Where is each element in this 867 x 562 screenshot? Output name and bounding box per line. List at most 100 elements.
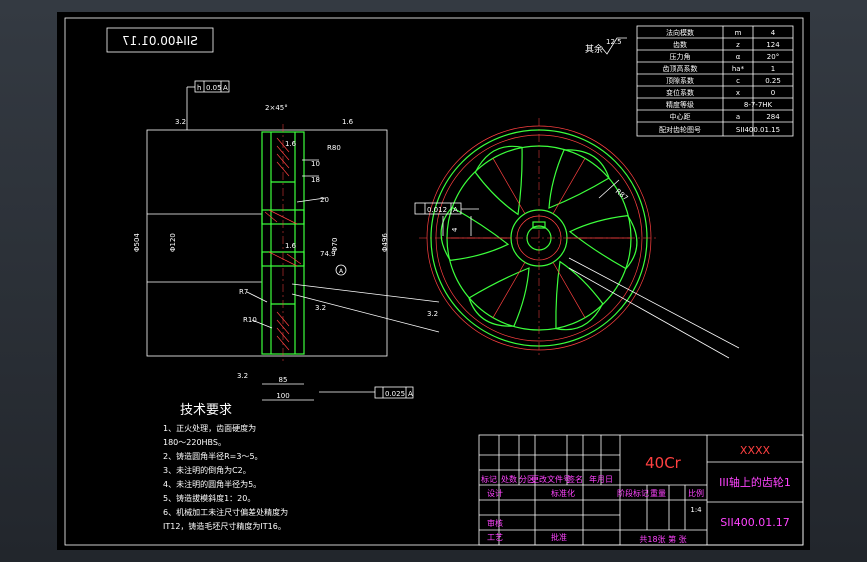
param-symbol: a xyxy=(736,113,740,121)
svg-text:0.012: 0.012 xyxy=(427,206,447,214)
drawing-canvas: SII400.01.17 其余 12.5 法向模数 m 4 齿数 z 124 压… xyxy=(64,17,804,546)
param-name: 精度等级 xyxy=(666,100,694,109)
tb-approve: 批准 xyxy=(551,532,567,542)
section-view: 85 100 Φ504 Φ496 Φ120 Φ70 2×45° R80 10 1… xyxy=(133,104,440,401)
param-value: 4 xyxy=(771,29,776,37)
dim-s1: 10 xyxy=(311,160,320,168)
tb-header: 标记 xyxy=(481,474,497,484)
roughness-ra2: 1.6 xyxy=(342,118,354,126)
tb-header: 分区 xyxy=(519,475,535,484)
note-line: 6、机械加工未注尺寸偏差处精度为 xyxy=(163,507,288,517)
svg-text:0.05: 0.05 xyxy=(206,84,222,92)
dim-width: 85 xyxy=(279,376,288,384)
dim-key: 20 xyxy=(320,196,329,204)
tolerance-frame-right: 0.012 A xyxy=(414,202,479,215)
dim-chamfer: 2×45° xyxy=(265,104,288,112)
param-name: 中心距 xyxy=(670,112,691,121)
param-name: 压力角 xyxy=(670,52,691,61)
svg-text:h: h xyxy=(197,84,201,92)
section-outline-dims xyxy=(146,129,388,357)
roughness-ra4: 3.2 xyxy=(237,372,248,380)
roughness-symbol xyxy=(601,37,627,55)
roughness-mark: 其余 xyxy=(585,43,603,55)
tb-scale-label: 比例 xyxy=(688,488,704,498)
svg-text:A: A xyxy=(223,84,228,92)
dim-r3: R10 xyxy=(243,316,257,324)
param-value: SII400.01.15 xyxy=(736,126,780,134)
technical-notes: 技术要求 1、正火处理，齿面硬度为 180～220HBS。 2、铸造圆角半径R=… xyxy=(163,403,288,531)
tb-sheets: 共18张 第 张 xyxy=(639,534,686,544)
datum-a-circle xyxy=(335,264,347,276)
note-line: 1、正火处理，齿面硬度为 xyxy=(163,423,256,433)
tb-process: 工艺 xyxy=(487,533,503,542)
dim-keyh: 74.9 xyxy=(320,250,336,258)
tb-school: XXXX xyxy=(740,444,771,457)
param-value: 1 xyxy=(771,65,775,73)
dim-d3: Φ120 xyxy=(169,233,177,252)
roughness-ra3: 1.6 xyxy=(285,140,297,148)
notes-title: 技术要求 xyxy=(180,403,232,418)
svg-text:R87: R87 xyxy=(614,187,630,202)
param-value: 284 xyxy=(766,113,780,121)
roughness-value: 12.5 xyxy=(606,38,622,46)
tb-stage: 阶段标记 xyxy=(617,488,649,498)
param-value: 8-7-7HK xyxy=(744,101,773,109)
tb-review: 审核 xyxy=(487,518,503,528)
dim-r2: R7 xyxy=(239,288,248,296)
dim-d2: Φ496 xyxy=(381,233,389,252)
param-name: 法向模数 xyxy=(666,28,694,37)
spoke-windows xyxy=(440,145,638,331)
roughness-ra6: 1.6 xyxy=(285,242,297,250)
tb-scale: 1:4 xyxy=(690,506,702,514)
param-symbol: m xyxy=(735,29,742,37)
note-line: 5、铸造拔模斜度1：20。 xyxy=(163,493,255,503)
dim-d1: Φ504 xyxy=(133,233,141,252)
dim-hole: Φ70 xyxy=(331,238,339,252)
dim-total: 100 xyxy=(276,392,289,400)
note-line: 180～220HBS。 xyxy=(163,438,226,447)
tb-standardize: 标准化 xyxy=(551,488,575,498)
gear-front-view: 4 R87 xyxy=(419,118,740,359)
roughness-ra5: 3.2 xyxy=(315,304,326,312)
param-name: 配对齿轮图号 xyxy=(659,125,701,134)
param-symbol: α xyxy=(736,53,741,61)
tb-weight: 重量 xyxy=(650,488,666,498)
param-name: 齿数 xyxy=(673,40,687,49)
drawing-number-mirrored: SII400.01.17 xyxy=(122,34,198,48)
note-line: 4、未注明的圆角半径为5。 xyxy=(163,479,261,489)
svg-text:A: A xyxy=(453,206,458,214)
note-line: IT12，铸造毛坯尺寸精度为IT16。 xyxy=(163,521,286,531)
tb-drawing-number: SII400.01.17 xyxy=(720,516,789,529)
roughness-ra1: 3.2 xyxy=(175,118,186,126)
title-block: 标记 处数 分区 更改文件号 签名 年月日 设计 标准化 审核 工艺 批准 40… xyxy=(478,434,804,546)
tb-designer: 设计 xyxy=(487,488,503,498)
param-value: 0 xyxy=(771,89,775,97)
dim-s2: 18 xyxy=(311,176,320,184)
drawing-number-box xyxy=(106,27,214,53)
param-symbol: x xyxy=(736,89,740,97)
inner-frame xyxy=(64,17,804,546)
tb-header: 更改文件号 xyxy=(531,474,571,484)
param-name: 变位系数 xyxy=(666,88,694,97)
tb-header: 签名 xyxy=(567,474,583,484)
tb-part-name: III轴上的齿轮1 xyxy=(719,475,791,489)
spoke-centerlines xyxy=(447,158,631,318)
tolerance-frame-bottom: 0.025 A xyxy=(319,386,414,399)
param-value: 20° xyxy=(767,53,779,61)
svg-text:4: 4 xyxy=(451,227,459,232)
param-symbol: c xyxy=(736,77,740,85)
drawing-sheet: SII400.01.17 其余 12.5 法向模数 m 4 齿数 z 124 压… xyxy=(57,12,810,550)
note-line: 3、未注明的倒角为C2。 xyxy=(163,465,251,475)
tb-header: 年月日 xyxy=(589,474,613,484)
gear-params-table: 法向模数 m 4 齿数 z 124 压力角 α 20° 齿顶高系数 ha* 1 … xyxy=(636,25,794,137)
tolerance-frame-top: h 0.05 A xyxy=(186,80,230,130)
svg-text:A: A xyxy=(408,390,413,398)
param-name: 顶隙系数 xyxy=(666,76,694,85)
note-line: 2、铸造圆角半径R=3～5。 xyxy=(163,451,263,461)
svg-text:A: A xyxy=(339,268,344,275)
svg-text:0.025: 0.025 xyxy=(385,390,405,398)
tb-material: 40Cr xyxy=(645,454,682,472)
param-symbol: z xyxy=(736,41,740,49)
roughness-ra7: 3.2 xyxy=(427,310,438,318)
